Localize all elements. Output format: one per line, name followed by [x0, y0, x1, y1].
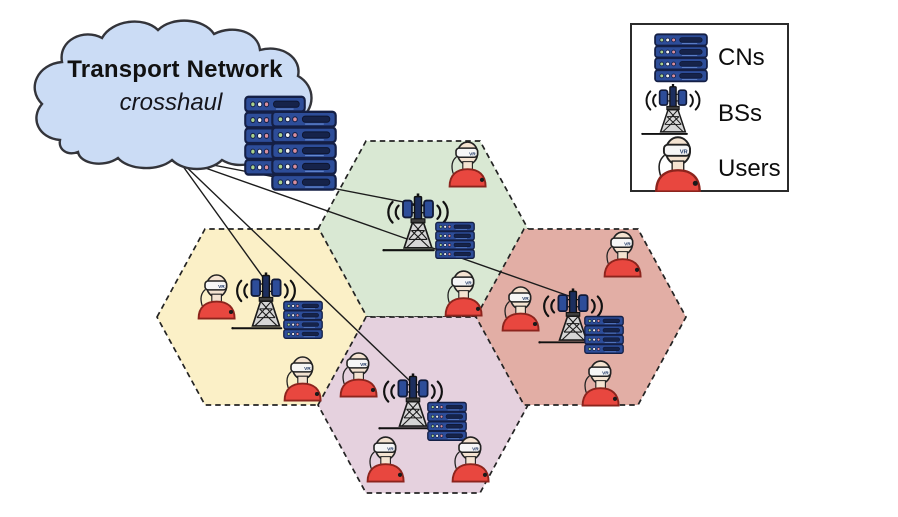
legend-label-users: Users	[718, 155, 781, 182]
link-cloud-to-bottom-bs	[176, 157, 412, 383]
legend-label-cns: CNs	[718, 44, 765, 71]
link-cloud-to-left-bs	[176, 157, 266, 281]
server-stack-icon	[428, 403, 466, 441]
legend-radio-tower-icon	[640, 83, 701, 136]
server-stack-icon	[284, 301, 322, 338]
transport-network-cloud	[33, 19, 313, 171]
server-stack-icon	[272, 112, 335, 190]
server-stack-icon	[585, 316, 623, 353]
legend-vr-user-icon	[655, 136, 701, 192]
cloud-subtitle: crosshaul	[119, 89, 223, 116]
cloud-title: Transport Network	[67, 56, 283, 83]
legend-server-stack-icon	[654, 33, 708, 83]
link-cloud-to-right-bs	[176, 157, 570, 297]
legend-label-bss: BSs	[718, 100, 763, 127]
server-stack-icon	[436, 222, 474, 258]
legend: CNs BSs Users	[630, 23, 789, 192]
